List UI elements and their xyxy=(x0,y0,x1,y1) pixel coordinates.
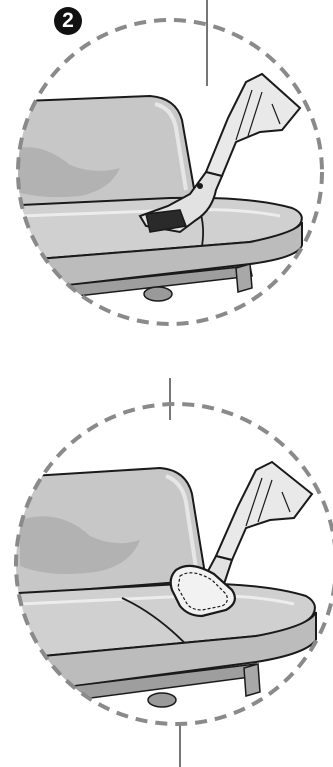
sofa-foot xyxy=(143,286,173,302)
sofa-leg xyxy=(243,663,261,697)
backrest-highlight xyxy=(154,102,188,191)
panel-bottom xyxy=(16,460,317,708)
sofa-front xyxy=(18,221,303,292)
vacuum-grip-lines xyxy=(245,477,291,527)
step-number-badge: 2 xyxy=(54,7,82,35)
panel-top xyxy=(18,72,303,302)
vacuum-grip-lines xyxy=(235,89,281,141)
sofa-front xyxy=(16,611,317,696)
sofa-leg xyxy=(235,263,253,293)
brush-tool-bristles xyxy=(177,572,228,611)
crevice-tool-button xyxy=(197,183,203,189)
backrest-shading xyxy=(18,147,120,198)
backrest-shading xyxy=(20,516,140,574)
panel-bottom-border xyxy=(14,402,333,726)
panel-top-border xyxy=(16,18,324,326)
vacuum-body xyxy=(204,72,302,178)
crevice-tool-nozzle xyxy=(145,209,188,233)
sofa-foot xyxy=(147,692,177,708)
backrest-highlight xyxy=(165,474,198,569)
vacuum-body xyxy=(214,460,314,562)
